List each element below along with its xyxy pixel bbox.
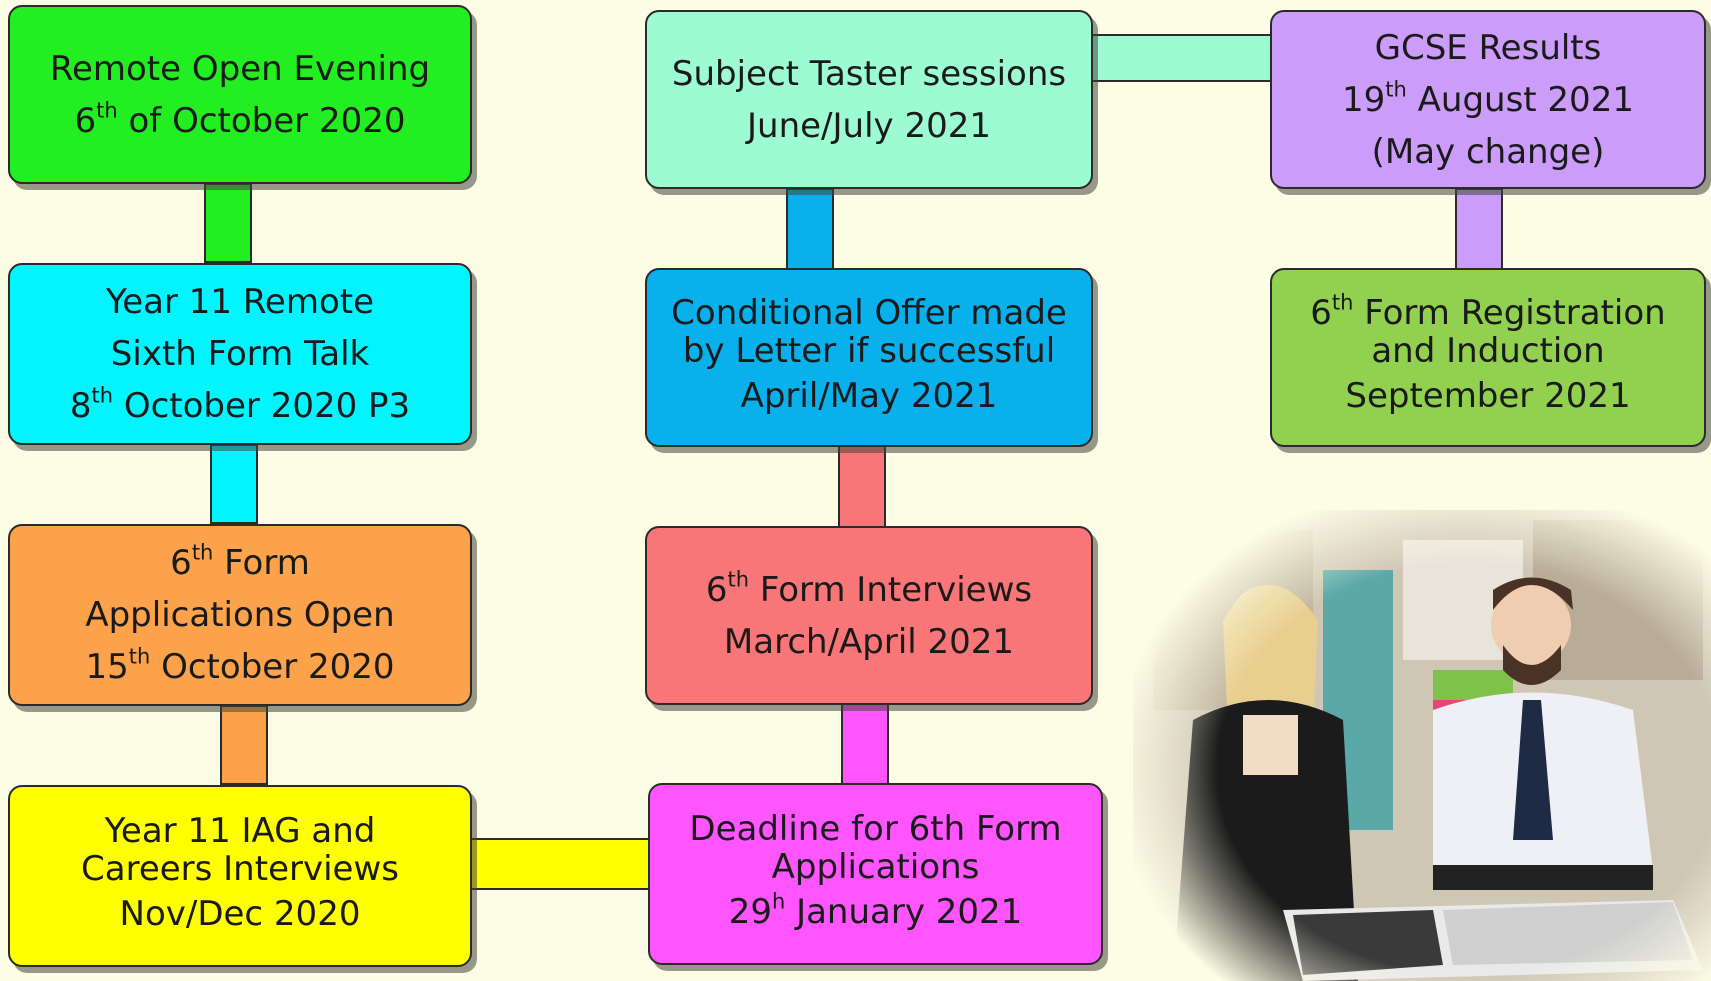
step-date: March/April 2021 — [723, 621, 1015, 662]
connector-talk-to-applications — [210, 444, 258, 524]
step-iag-careers-interviews: Year 11 IAG and Careers Interviews Nov/D… — [8, 785, 472, 967]
staff-photo — [1133, 510, 1711, 981]
step-applications-open: 6th Form Applications Open 15th October … — [8, 524, 472, 706]
step-subtitle: by Letter if successful — [682, 330, 1056, 371]
step-title: Conditional Offer made — [671, 292, 1067, 333]
step-title: Year 11 Remote — [105, 282, 375, 322]
step-title: GCSE Results — [1374, 27, 1602, 68]
step-title: 6th Form Registration — [1310, 289, 1666, 333]
step-subtitle: Sixth Form Talk — [110, 334, 370, 374]
step-title: Deadline for 6th Form — [689, 809, 1062, 849]
step-date: June/July 2021 — [747, 105, 991, 146]
step-subtitle: Careers Interviews — [81, 849, 399, 889]
step-subtitle: Applications Open — [85, 595, 395, 635]
step-year11-sixth-form-talk: Year 11 Remote Sixth Form Talk 8th Octob… — [8, 263, 472, 445]
step-subject-taster-sessions: Subject Taster sessions June/July 2021 — [645, 10, 1093, 189]
step-title: Year 11 IAG and — [104, 811, 376, 851]
step-date: 19th August 2021 — [1342, 76, 1634, 120]
step-remote-open-evening: Remote Open Evening 6th of October 2020 — [8, 5, 472, 184]
step-sixth-form-interviews: 6th Form Interviews March/April 2021 — [645, 526, 1093, 705]
step-title: Remote Open Evening — [49, 48, 431, 89]
connector-gcse-to-registration — [1455, 188, 1503, 270]
connector-deadline-to-interviews — [841, 703, 889, 786]
step-title: 6th Form — [170, 540, 310, 583]
step-date: 15th October 2020 — [85, 644, 395, 687]
step-date: April/May 2021 — [740, 375, 998, 416]
step-subtitle: and Induction — [1371, 330, 1605, 371]
step-date: Nov/Dec 2020 — [119, 894, 361, 934]
step-conditional-offer: Conditional Offer made by Letter if succ… — [645, 268, 1093, 447]
connector-applications-to-iag — [220, 705, 268, 785]
connector-interviews-to-offer — [838, 445, 886, 528]
connector-offer-to-taster — [786, 188, 834, 270]
step-subtitle: Applications — [771, 847, 980, 887]
step-note: (May change) — [1371, 131, 1605, 172]
step-date: 29h January 2021 — [728, 889, 1023, 932]
step-title: 6th Form Interviews — [705, 566, 1033, 610]
connector-taster-to-gcse — [1090, 34, 1272, 82]
step-date: September 2021 — [1345, 375, 1631, 416]
step-date: 6th of October 2020 — [74, 97, 406, 141]
step-date: 8th October 2020 P3 — [69, 383, 411, 426]
step-title: Subject Taster sessions — [671, 53, 1067, 94]
step-gcse-results: GCSE Results 19th August 2021 (May chang… — [1270, 10, 1706, 189]
connector-iag-to-deadline — [470, 838, 650, 890]
step-application-deadline: Deadline for 6th Form Applications 29h J… — [648, 783, 1103, 965]
connector-open-evening-to-talk — [204, 183, 252, 263]
step-registration-induction: 6th Form Registration and Induction Sept… — [1270, 268, 1706, 447]
staff-photo-illustration — [1133, 510, 1711, 981]
